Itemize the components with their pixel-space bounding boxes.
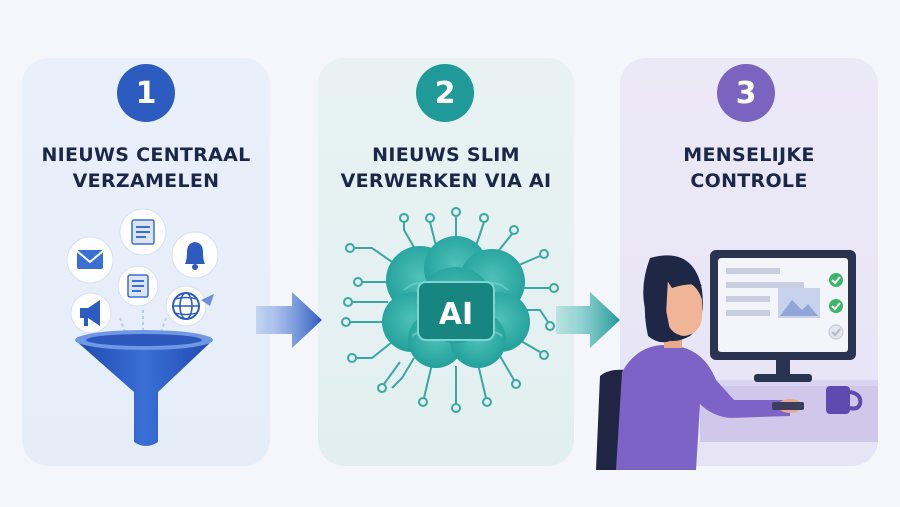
bell-icon	[171, 231, 219, 279]
step-3-title-line-2: CONTROLE	[690, 170, 808, 192]
step-3-title-line-1: MENSELIJKE	[683, 144, 815, 166]
step-1-number-badge: 1	[117, 64, 175, 122]
megaphone-icon	[70, 292, 112, 334]
check-icon	[829, 273, 843, 287]
pending-check-icon	[828, 324, 844, 340]
funnel-shape	[75, 310, 213, 446]
human-review-illustration	[596, 250, 878, 470]
step-2-number-badge: 2	[416, 64, 474, 122]
step-1-title-line-1: NIEUWS CENTRAAL	[41, 144, 251, 166]
coffee-mug-icon	[826, 386, 863, 414]
ai-chip: AI	[417, 281, 495, 341]
mail-icon	[66, 236, 114, 284]
ai-chip-label: AI	[439, 297, 473, 332]
news-icon	[117, 265, 159, 307]
step-3-title: MENSELIJKE CONTROLE	[620, 142, 878, 194]
step-2-title: NIEUWS SLIM VERWERKEN VIA AI	[318, 142, 574, 194]
step-2-title-line-2: VERWERKEN VIA AI	[340, 170, 552, 192]
step-1-title: NIEUWS CENTRAAL VERZAMELEN	[22, 142, 270, 194]
step-1-title-line-2: VERZAMELEN	[72, 170, 220, 192]
ai-brain-illustration	[341, 207, 559, 413]
keyboard	[772, 402, 804, 410]
arrow-2-to-3	[556, 292, 620, 348]
arrow-1-to-2	[256, 292, 322, 348]
step-3-number-badge: 3	[717, 64, 775, 122]
check-icon	[829, 299, 843, 313]
monitor	[710, 250, 856, 382]
person	[616, 255, 804, 470]
globe-icon	[165, 285, 214, 327]
funnel-illustration	[66, 208, 219, 446]
document-icon	[119, 208, 167, 256]
step-2-title-line-1: NIEUWS SLIM	[372, 144, 520, 166]
